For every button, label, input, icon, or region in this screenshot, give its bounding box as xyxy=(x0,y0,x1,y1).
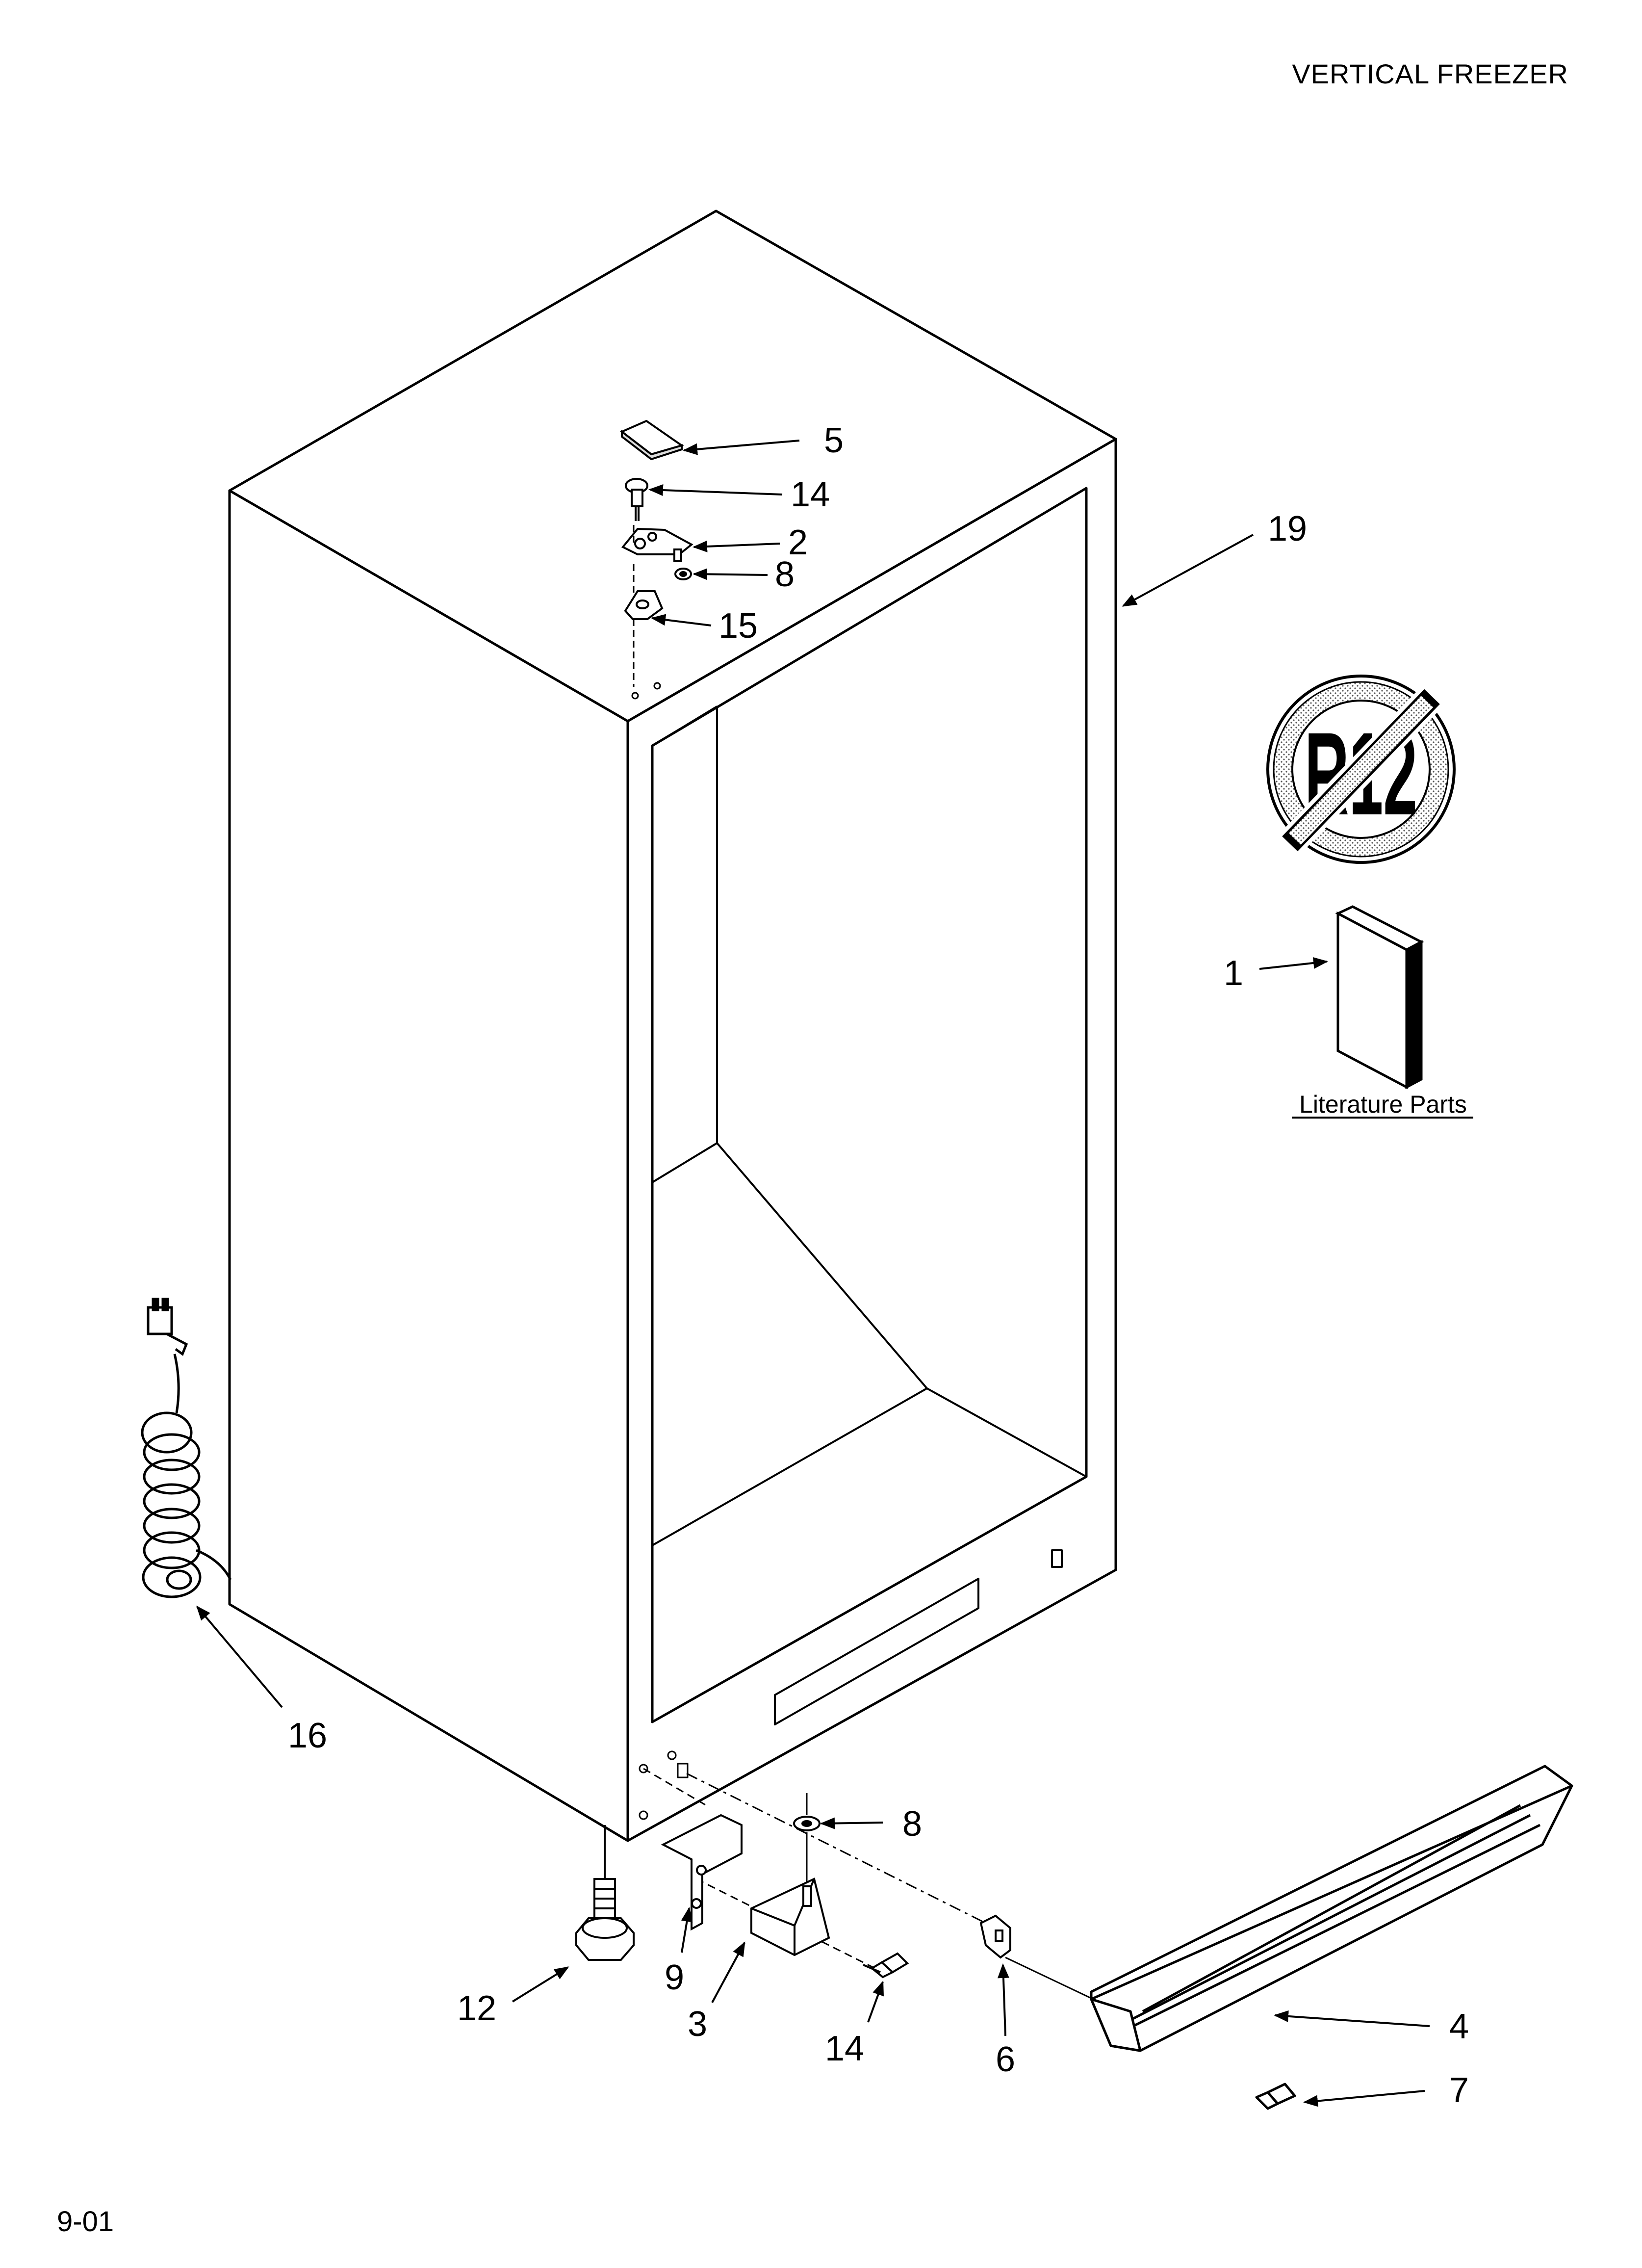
hinge-screw-bottom xyxy=(863,1952,909,1979)
leveling-leg-part xyxy=(575,1878,635,1961)
literature-parts-caption: Literature Parts xyxy=(1299,1091,1467,1118)
bottom-hinge-assembly xyxy=(575,1768,1104,2005)
date-code: 9-01 xyxy=(57,2206,114,2238)
callout-3: 3 xyxy=(688,2005,707,2044)
callout-leaders xyxy=(196,440,1430,2107)
cabinet-vent-slot xyxy=(774,1578,979,1725)
callout-19: 19 xyxy=(1268,509,1307,548)
callout-15: 15 xyxy=(718,606,758,646)
callout-labels: 5 14 2 8 15 19 1 16 8 12 9 3 14 6 4 7 xyxy=(288,421,1469,2110)
hinge-screw-top xyxy=(625,478,648,521)
callout-16: 16 xyxy=(288,1716,327,1755)
no-r12-badge: R12 xyxy=(1266,675,1456,864)
top-washer xyxy=(674,568,692,580)
callout-14-bottom: 14 xyxy=(825,2029,864,2068)
door-stop-part xyxy=(979,1914,1011,1959)
callout-8-bottom: 8 xyxy=(902,1804,922,1844)
hinge-pin-block xyxy=(750,1877,830,1956)
callout-2: 2 xyxy=(788,523,808,562)
kick-plate-part xyxy=(1090,1765,1573,2110)
callout-9: 9 xyxy=(665,1958,684,1997)
cabinet-side-face xyxy=(228,489,629,1842)
literature-book-part xyxy=(1335,905,1424,1090)
callout-1: 1 xyxy=(1224,954,1243,993)
diagram-title: VERTICAL FREEZER xyxy=(1292,58,1568,89)
callout-14-top: 14 xyxy=(791,475,830,514)
bottom-washer xyxy=(793,1816,821,1831)
cabinet-switch-square xyxy=(1051,1549,1063,1568)
callout-8-top: 8 xyxy=(775,555,795,594)
callout-6: 6 xyxy=(996,2040,1015,2079)
callout-4: 4 xyxy=(1449,2007,1469,2046)
callout-12: 12 xyxy=(457,1989,496,2028)
callout-7: 7 xyxy=(1449,2071,1469,2110)
top-hinge-assembly xyxy=(620,419,693,687)
kick-plate-screw xyxy=(1255,2083,1296,2110)
callout-5: 5 xyxy=(824,421,844,460)
power-cord-part xyxy=(141,1298,232,1598)
cabinet-body xyxy=(228,209,1117,1842)
